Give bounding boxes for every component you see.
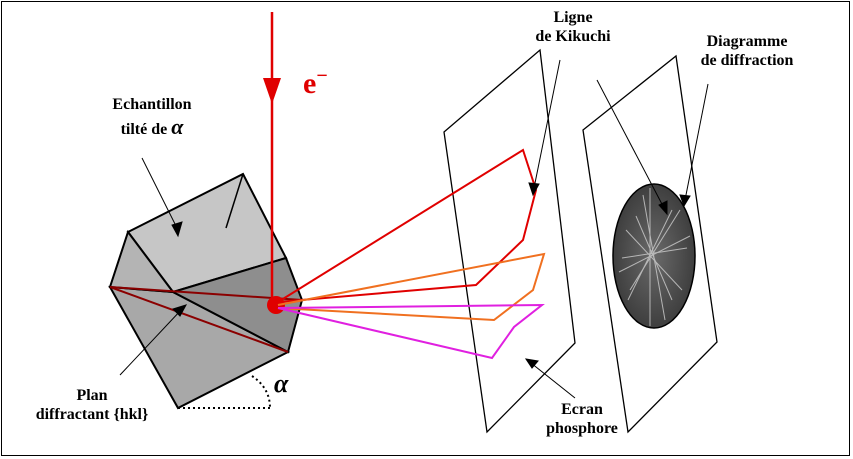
screen-label-line1: Ecran — [527, 400, 637, 419]
pattern-label: Diagramme de diffraction — [677, 32, 817, 70]
electron-charge: − — [316, 65, 327, 87]
plane-label-line1: Plan — [12, 386, 172, 405]
diffraction-cone-orange — [278, 254, 544, 320]
sample-label-line1: Echantillon — [92, 95, 212, 114]
electron-label: e− — [303, 64, 328, 102]
kikuchi-pattern-disc — [613, 184, 695, 328]
screen-label: Ecran phosphore — [527, 400, 637, 438]
phosphor-screen-plane — [444, 50, 575, 432]
pointer-kikuchi-line — [534, 60, 560, 188]
sample-label-text: tilté de — [121, 121, 168, 138]
screen-label-line2: phosphore — [527, 419, 637, 438]
alpha-symbol: α — [171, 114, 183, 139]
sample-label: Echantillon tilté de α — [92, 95, 212, 141]
beam-arrow-icon — [263, 78, 281, 104]
plane-label: Plan diffractant {hkl} — [12, 386, 172, 424]
kikuchi-line-label: Ligne de Kikuchi — [518, 8, 628, 46]
kikuchi-label-line1: Ligne — [518, 8, 628, 27]
tilt-angle-alpha: α — [274, 368, 288, 399]
electron-symbol: e — [303, 67, 316, 100]
sample-label-line2: tilté de α — [92, 114, 212, 140]
kikuchi-label-line2: de Kikuchi — [518, 27, 628, 46]
pattern-label-line1: Diagramme — [677, 32, 817, 51]
plane-label-line2: diffractant {hkl} — [12, 405, 172, 424]
pointer-arrowhead-icon — [529, 183, 539, 195]
tilt-angle-arc — [252, 376, 270, 408]
pattern-label-line2: de diffraction — [677, 51, 817, 70]
pointer-pattern-1 — [597, 80, 664, 208]
diffraction-cone-red — [278, 150, 536, 302]
